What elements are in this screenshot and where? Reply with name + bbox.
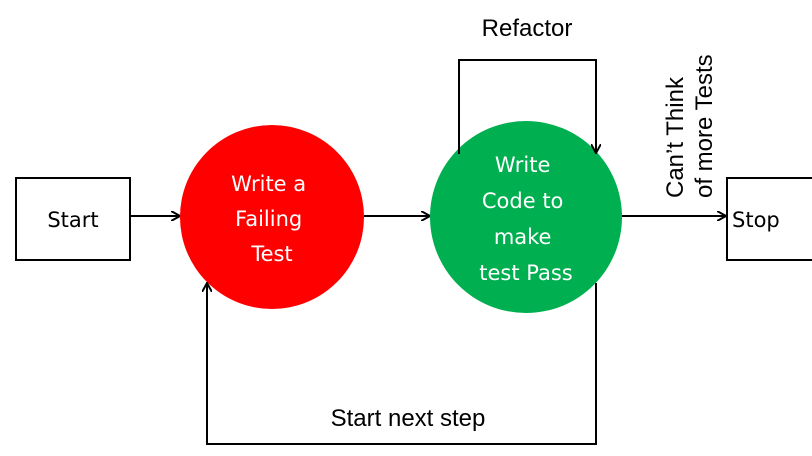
cant-think-line-1: Can’t Think: [662, 76, 689, 198]
write-failing-test-label: Write a Failing Test: [231, 172, 313, 266]
failing-test-line-2: Failing: [235, 207, 302, 231]
stop-box: [726, 177, 812, 261]
refactor-loop-arrow: [458, 59, 596, 154]
write-code-node: [430, 121, 622, 313]
write-code-line-3: make: [494, 225, 552, 249]
failing-test-line-1: Write a: [231, 172, 306, 196]
stop-label: Stop: [732, 208, 780, 232]
write-code-line-1: Write: [495, 153, 550, 177]
cant-think-label: Can’t Think of more Tests: [662, 54, 718, 198]
start-box: [15, 177, 131, 261]
write-failing-test-node: [180, 125, 364, 309]
start-label: Start: [47, 208, 98, 232]
start-next-step-label: Start next step: [331, 405, 486, 432]
start-next-step-loop-arrow: [207, 283, 597, 445]
failing-test-line-3: Test: [250, 242, 292, 266]
write-code-line-4: test Pass: [479, 261, 572, 285]
write-code-label: Write Code to make test Pass: [479, 153, 572, 285]
write-code-line-2: Code to: [482, 189, 564, 213]
cant-think-line-2: of more Tests: [691, 54, 718, 198]
refactor-label: Refactor: [482, 15, 573, 42]
